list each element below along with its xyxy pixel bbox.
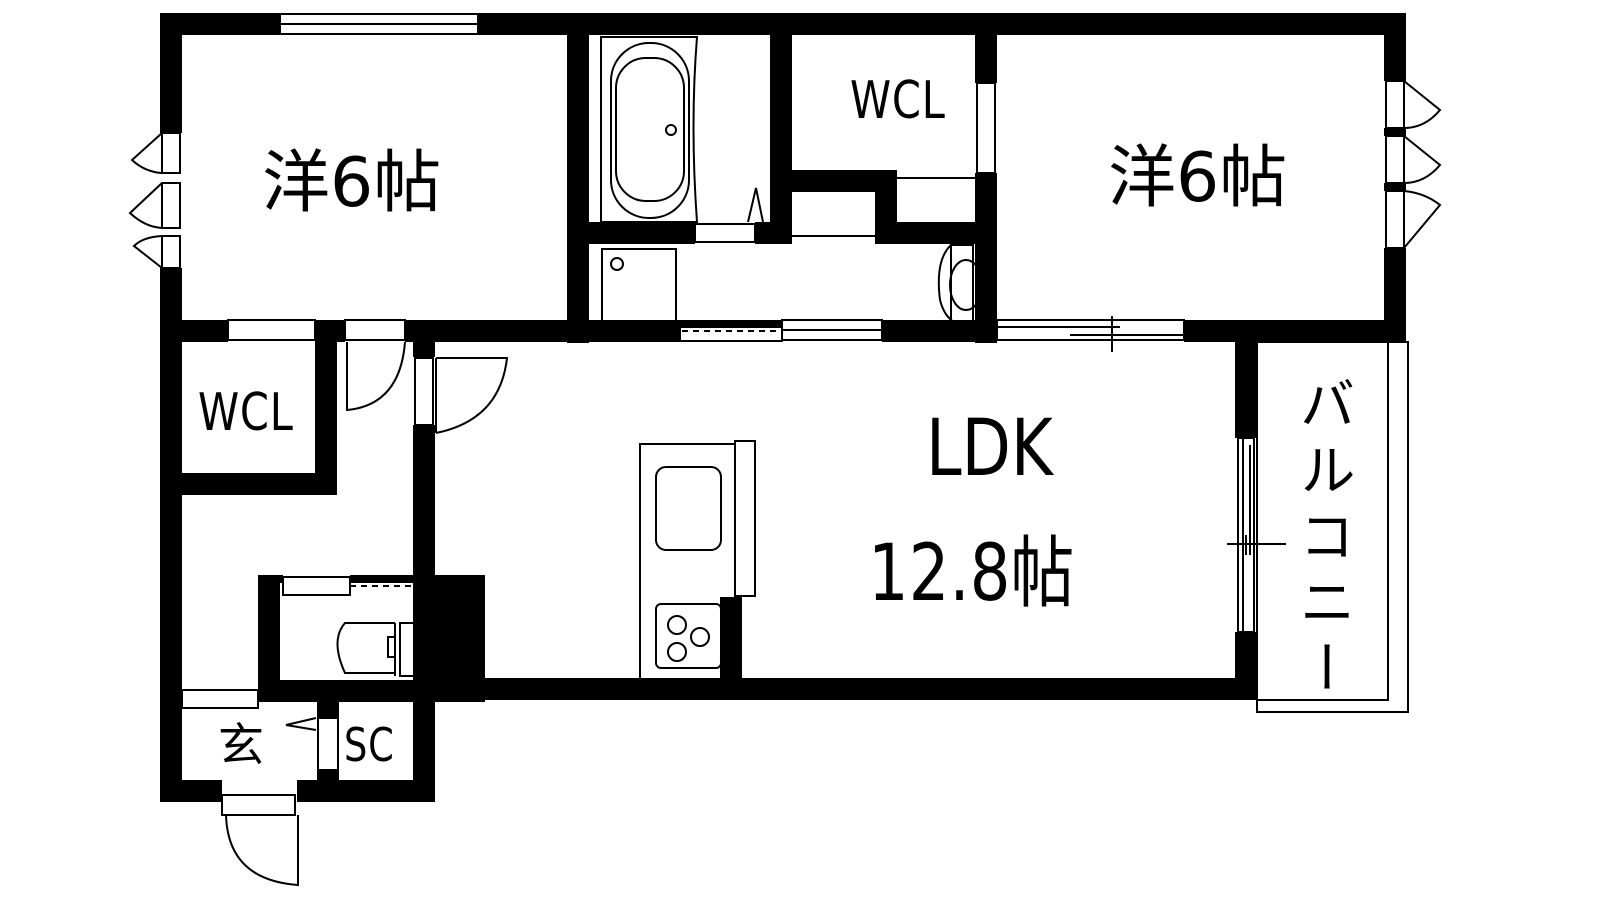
windows bbox=[181, 13, 1286, 816]
room-size-ldk: 12.8帖 bbox=[868, 529, 1075, 619]
bathtub-icon bbox=[600, 36, 699, 223]
kitchen-sink-icon bbox=[655, 466, 722, 551]
room-label-bedroom-west: 洋6帖 bbox=[262, 144, 442, 223]
room-label-entrance: 玄 bbox=[218, 718, 264, 772]
room-label-bedroom-east: 洋6帖 bbox=[1108, 139, 1288, 218]
walls bbox=[160, 13, 1406, 802]
room-label-shoe-closet: SC bbox=[344, 718, 395, 772]
washing-machine-pan-icon bbox=[601, 248, 677, 323]
room-label-wcl-west: WCL bbox=[198, 383, 294, 443]
washbasin-icon bbox=[937, 244, 985, 326]
toilet-icon bbox=[336, 622, 417, 677]
doors bbox=[128, 80, 1442, 887]
balcony-outline bbox=[1256, 341, 1409, 713]
room-label-ldk: LDK bbox=[926, 404, 1053, 494]
room-label-balcony: バルコニー bbox=[1290, 375, 1355, 705]
room-label-wcl-north: WCL bbox=[850, 71, 946, 131]
kitchen-counter bbox=[639, 440, 756, 698]
gas-stove-icon bbox=[655, 603, 722, 669]
